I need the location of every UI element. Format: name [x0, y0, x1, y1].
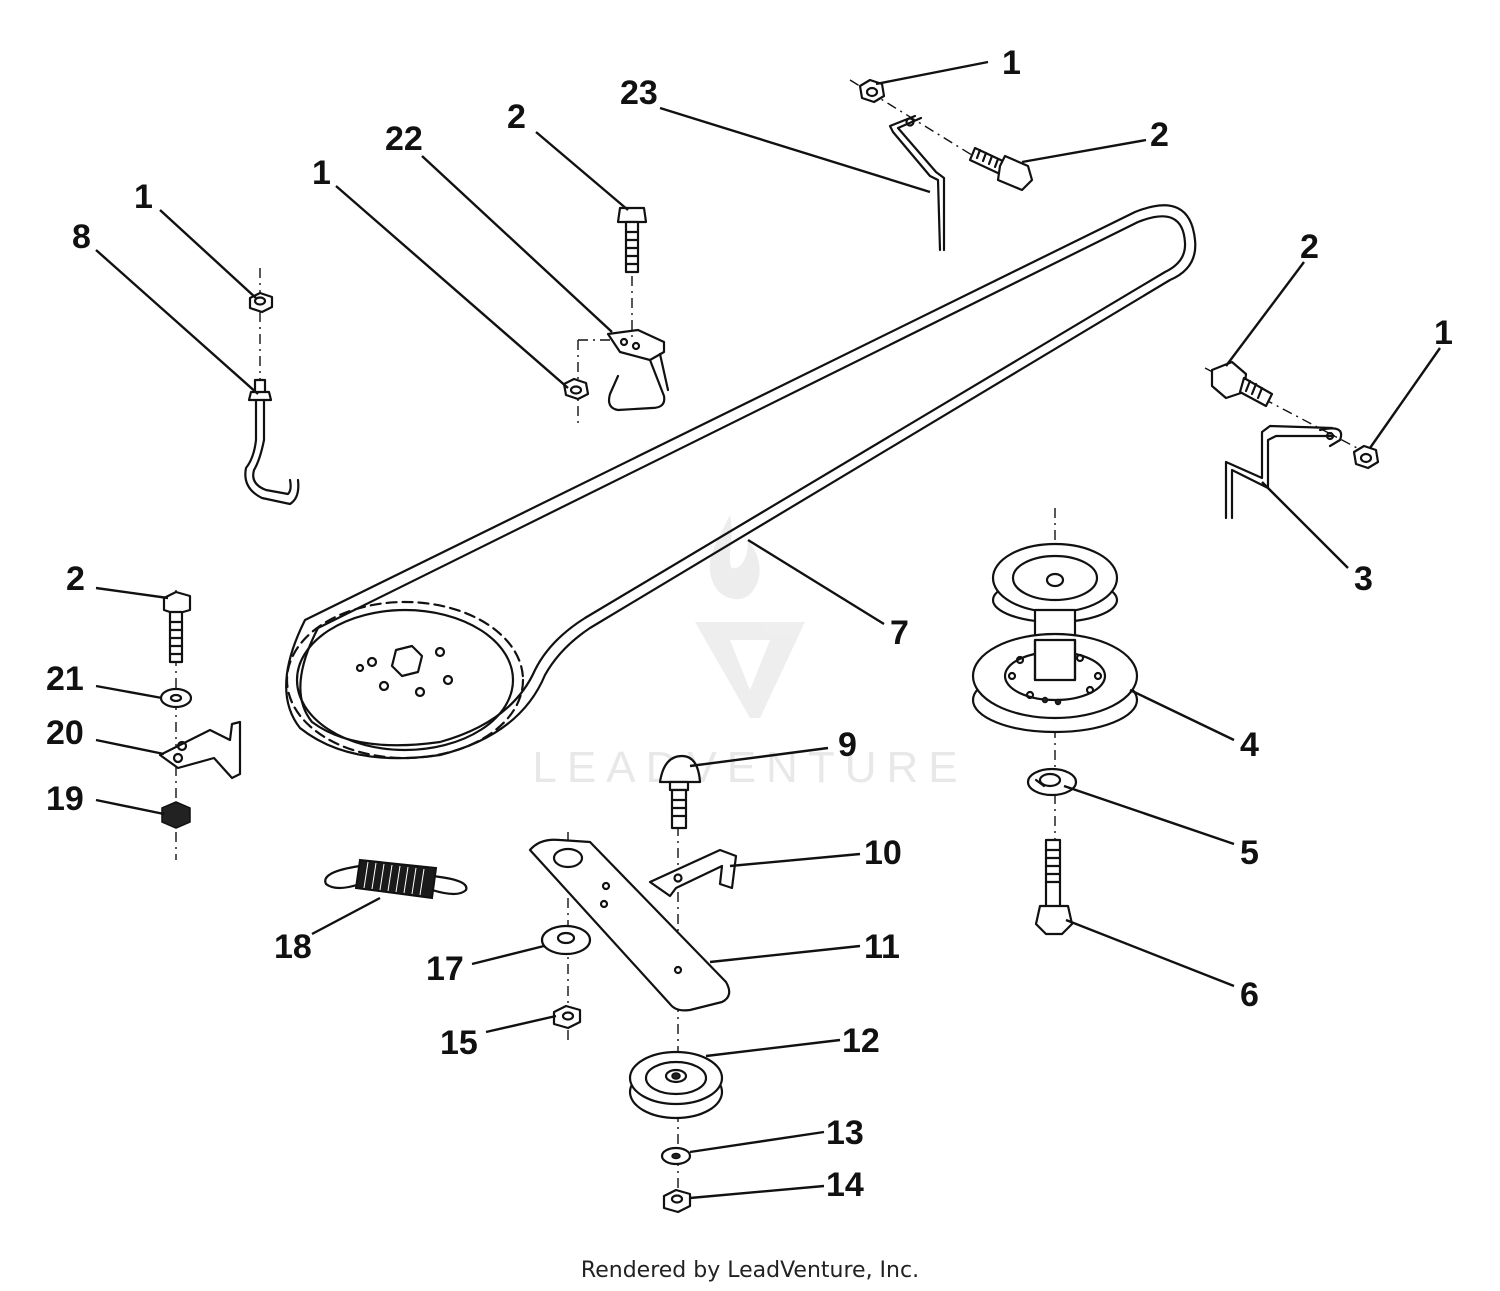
callout-4: 4 [1240, 726, 1259, 764]
belt-guide-23 [888, 114, 946, 252]
hex-nut-1b [562, 377, 590, 401]
callout-14: 14 [826, 1166, 864, 1204]
callout-labels: 1 2 23 2 22 1 1 8 2 1 3 7 2 21 20 19 4 5… [46, 44, 1453, 1204]
callout-1: 1 [134, 178, 153, 216]
callout-17: 17 [426, 950, 464, 988]
hex-bolt-6 [1034, 838, 1074, 936]
callout-13: 13 [826, 1114, 864, 1152]
callout-19: 19 [46, 780, 84, 818]
callout-2: 2 [507, 98, 526, 136]
callout-22: 22 [385, 120, 423, 158]
callout-1: 1 [312, 154, 331, 192]
washer-17 [540, 924, 592, 956]
footer-credit: Rendered by LeadVenture, Inc. [580, 1258, 920, 1283]
belt-guide-3 [1224, 424, 1343, 520]
hex-nut-14 [662, 1188, 692, 1214]
callout-3: 3 [1354, 560, 1373, 598]
callout-10: 10 [864, 834, 902, 872]
callout-15: 15 [440, 1024, 478, 1062]
extension-spring-18 [324, 858, 468, 900]
callout-9: 9 [838, 726, 857, 764]
callout-21: 21 [46, 660, 84, 698]
callout-12: 12 [842, 1022, 880, 1060]
j-hook-8 [244, 378, 300, 506]
callout-18: 18 [274, 928, 312, 966]
watermark-text: LEADVENTURE [532, 743, 967, 792]
hex-nut-1d [1352, 444, 1380, 470]
lock-washer-5 [1026, 767, 1078, 797]
callout-23: 23 [620, 74, 658, 112]
callout-2: 2 [1300, 228, 1319, 266]
idler-pulley-12 [628, 1050, 724, 1120]
callout-7: 7 [890, 614, 909, 652]
washer-13 [660, 1146, 692, 1166]
hex-nut-15 [552, 1004, 582, 1030]
double-pulley-4 [971, 542, 1139, 734]
bracket-10 [648, 848, 738, 898]
hex-bolt-2a [968, 146, 1034, 192]
callout-1: 1 [1002, 44, 1021, 82]
callout-5: 5 [1240, 834, 1259, 872]
hex-nut-1a [858, 78, 886, 104]
callout-2: 2 [1150, 116, 1169, 154]
flat-washer-21 [159, 687, 193, 709]
hex-bolt-2b [616, 206, 648, 274]
callout-20: 20 [46, 714, 84, 752]
hex-nut-19 [161, 801, 191, 829]
watermark: LEADVENTURE [532, 515, 967, 792]
callout-6: 6 [1240, 976, 1259, 1014]
callout-1: 1 [1434, 314, 1453, 352]
leader-lines [95, 60, 1441, 1200]
bracket-20 [158, 720, 242, 780]
callout-8: 8 [72, 218, 91, 256]
carriage-bolt-9 [658, 754, 702, 830]
callout-11: 11 [864, 928, 900, 966]
hex-bolt-2d [162, 590, 192, 664]
callout-2: 2 [66, 560, 85, 598]
drive-belt [285, 204, 1197, 760]
idler-arm-11 [528, 838, 731, 1012]
belt-guide-22 [577, 328, 670, 425]
hex-bolt-2c [1210, 360, 1274, 408]
